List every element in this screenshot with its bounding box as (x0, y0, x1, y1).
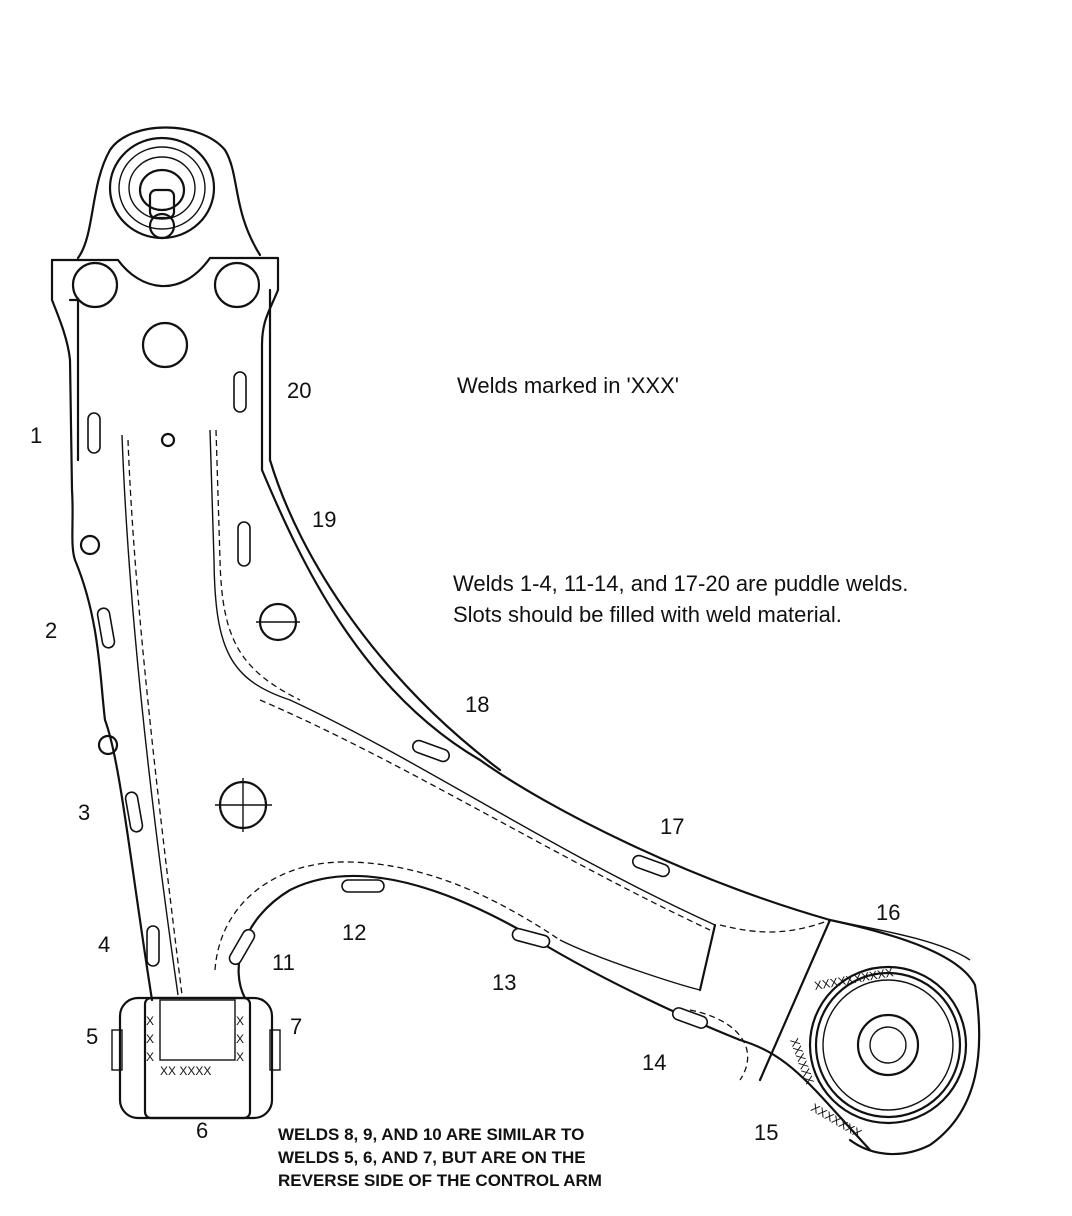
puddle-weld-note-line2: Slots should be filled with weld materia… (453, 602, 842, 627)
weld-label-19: 19 (312, 507, 336, 532)
weld-x-left-2: X (146, 1032, 154, 1046)
weld-x-bottom: XX XXXX (160, 1064, 211, 1078)
weld-label-4: 4 (98, 932, 110, 957)
weld-x-left-3: X (146, 1050, 154, 1064)
weld-x-right-2: X (236, 1032, 244, 1046)
reverse-note-line2: WELDS 5, 6, AND 7, BUT ARE ON THE (278, 1148, 586, 1167)
weld-label-17: 17 (660, 814, 684, 839)
ball-joint (76, 126, 262, 260)
mounting-holes (71, 261, 300, 832)
weld-x-right-3: X (236, 1050, 244, 1064)
weld-labels: 1 2 3 4 5 6 7 11 12 13 14 15 16 17 18 19… (30, 378, 900, 1145)
reverse-note-line1: WELDS 8, 9, AND 10 ARE SIMILAR TO (278, 1125, 584, 1144)
weld-x-right-1: X (236, 1014, 244, 1028)
welds-marked-note: Welds marked in 'XXX' (457, 373, 679, 398)
puddle-weld-slots (87, 371, 709, 1029)
front-bushing: XX XXXX X X X X X X (111, 996, 281, 1120)
control-arm-body (50, 256, 971, 1152)
weld-x-bushing-bottom: XXXXXXX (809, 1100, 865, 1140)
weld-label-6: 6 (196, 1118, 208, 1143)
puddle-weld-note-line1: Welds 1-4, 11-14, and 17-20 are puddle w… (453, 571, 908, 596)
weld-label-7: 7 (290, 1014, 302, 1039)
weld-label-18: 18 (465, 692, 489, 717)
weld-label-5: 5 (86, 1024, 98, 1049)
weld-x-bushing-top: XXXXXXXXXX (813, 965, 894, 993)
weld-label-11: 11 (272, 950, 295, 975)
weld-label-16: 16 (876, 900, 900, 925)
weld-label-13: 13 (492, 970, 516, 995)
weld-label-15: 15 (754, 1120, 778, 1145)
rear-bushing: XXXXXXXXXX XXXXXX XXXXXXX (787, 918, 981, 1156)
weld-x-left-1: X (146, 1014, 154, 1028)
weld-label-14: 14 (642, 1050, 666, 1075)
weld-label-2: 2 (45, 618, 57, 643)
weld-label-1: 1 (30, 423, 42, 448)
reverse-note-line3: REVERSE SIDE OF THE CONTROL ARM (278, 1171, 602, 1190)
notes: Welds marked in 'XXX' Welds 1-4, 11-14, … (278, 373, 908, 1190)
weld-label-3: 3 (78, 800, 90, 825)
weld-label-12: 12 (342, 920, 366, 945)
weld-label-20: 20 (287, 378, 311, 403)
